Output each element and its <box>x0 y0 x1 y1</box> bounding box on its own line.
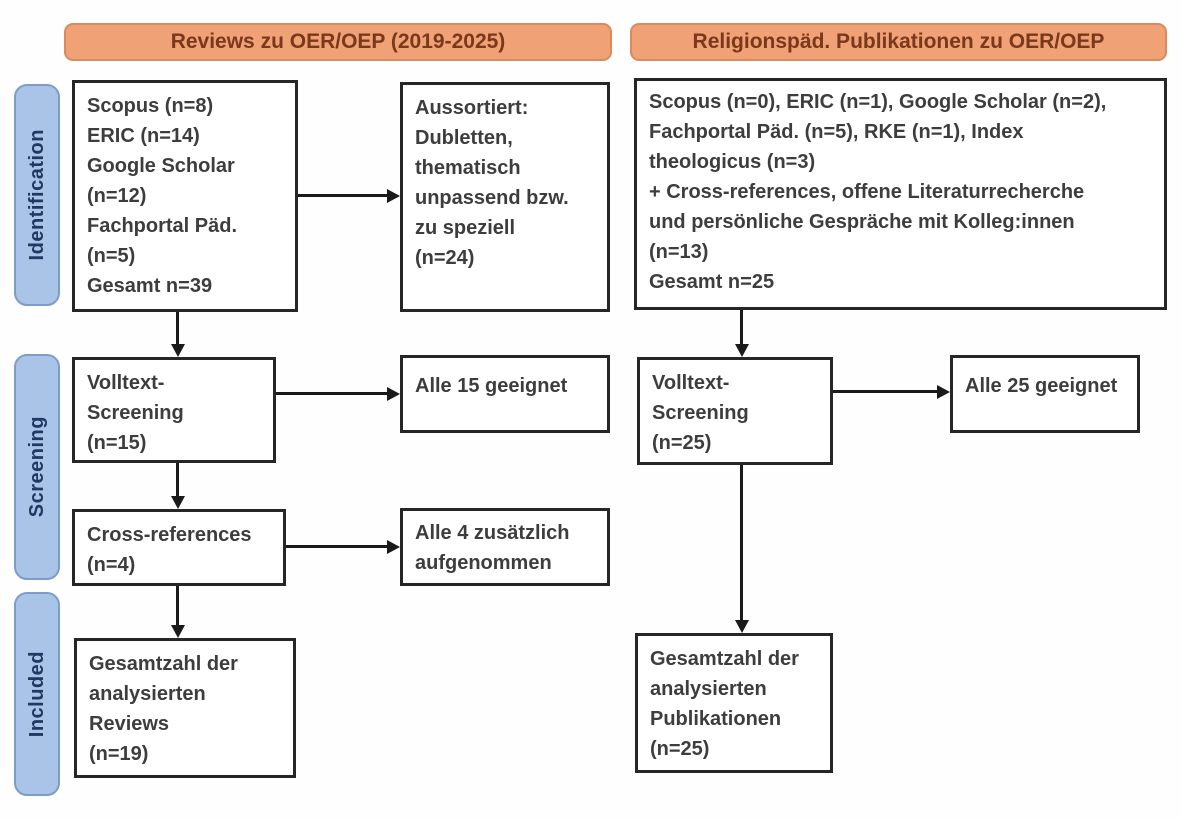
box-left-fulltext-result: Alle 15 geeignet <box>400 355 610 433</box>
arrow-right-sources-to-fulltext <box>734 310 749 357</box>
stage-label-screening: Screening <box>14 354 60 580</box>
stage-label-identification-text: Identification <box>25 129 48 261</box>
box-left-excluded: Aussortiert: Dubletten, thematisch unpas… <box>400 82 610 312</box>
arrow-right-fulltext-to-included <box>734 465 749 633</box>
arrow-left-fulltext-to-crossref <box>170 463 185 509</box>
arrow-left-crossref-to-included <box>170 586 185 638</box>
box-left-fulltext-screening: Volltext- Screening (n=15) <box>72 357 276 463</box>
box-left-cross-references: Cross-references (n=4) <box>72 509 286 586</box>
box-left-included-total: Gesamtzahl der analysierten Reviews (n=1… <box>74 638 296 778</box>
column-header-religionspaed: Religionspäd. Publikationen zu OER/OEP <box>630 23 1167 61</box>
stage-label-included: Included <box>14 592 60 796</box>
box-right-identification-sources: Scopus (n=0), ERIC (n=1), Google Scholar… <box>634 78 1167 310</box>
stage-label-included-text: Included <box>25 650 48 738</box>
arrow-left-crossref-to-result <box>286 539 400 554</box>
box-left-cross-references-result: Alle 4 zusätzlich aufgenommen <box>400 508 610 586</box>
box-left-identification-sources: Scopus (n=8) ERIC (n=14) Google Scholar … <box>72 80 298 312</box>
arrow-left-fulltext-to-result <box>276 386 400 401</box>
arrow-left-sources-to-excluded <box>298 188 400 203</box>
box-right-fulltext-screening: Volltext- Screening (n=25) <box>637 357 833 465</box>
arrow-left-sources-to-fulltext <box>170 312 185 357</box>
column-header-reviews: Reviews zu OER/OEP (2019-2025) <box>64 23 612 61</box>
stage-label-identification: Identification <box>14 84 60 306</box>
box-right-fulltext-result: Alle 25 geeignet <box>950 355 1140 433</box>
arrow-right-fulltext-to-result <box>833 384 950 399</box>
stage-label-screening-text: Screening <box>25 416 48 518</box>
box-right-included-total: Gesamtzahl der analysierten Publikatione… <box>635 633 833 773</box>
